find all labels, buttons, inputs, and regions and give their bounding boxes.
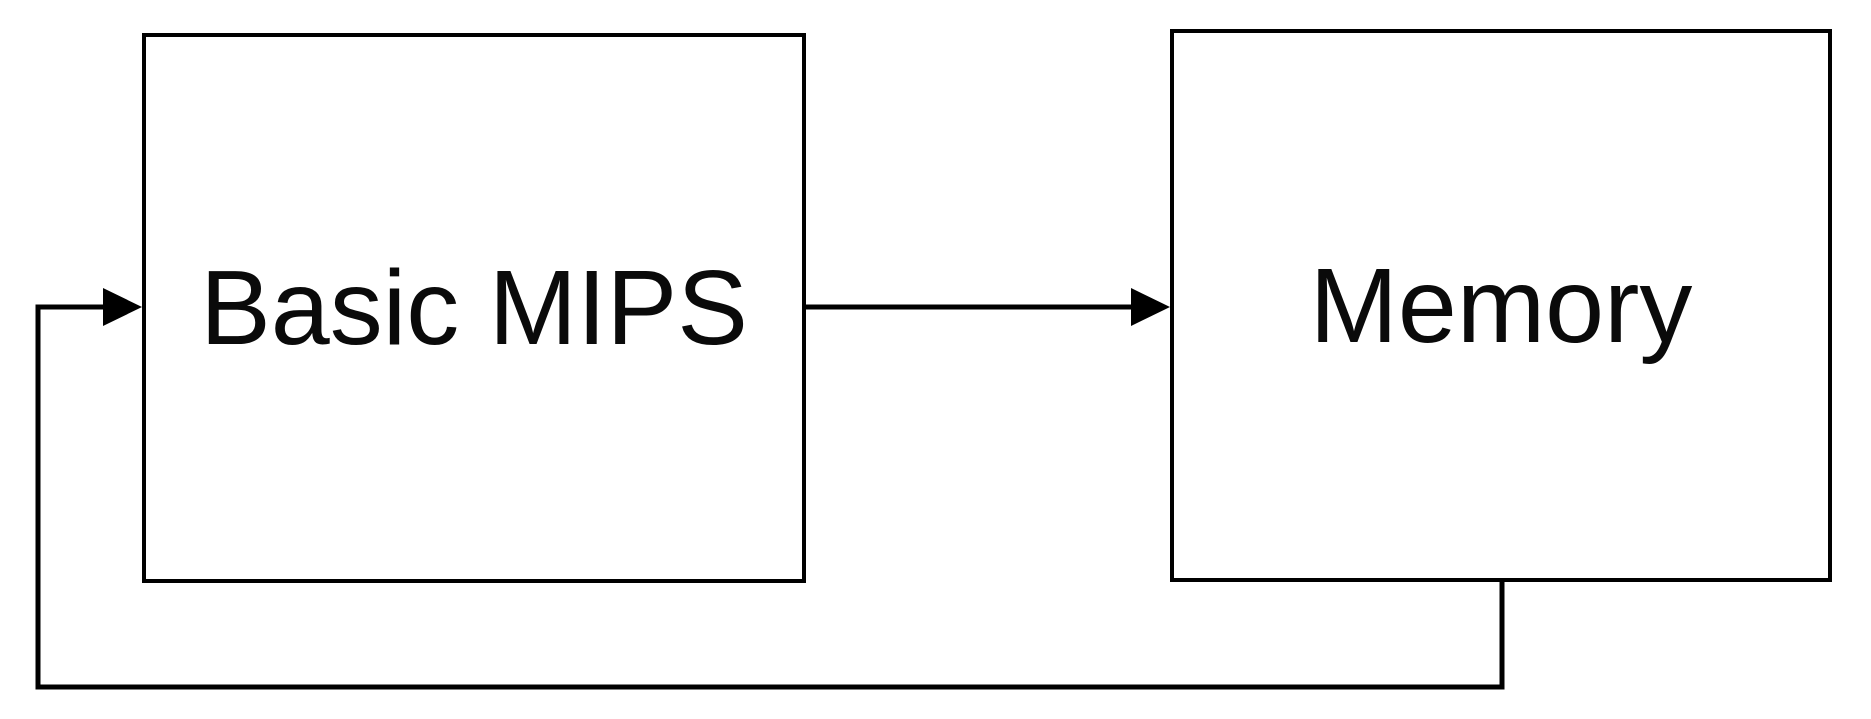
node-memory: Memory	[1170, 29, 1832, 582]
arrowhead-icon	[103, 288, 142, 326]
node-basic-mips-label: Basic MIPS	[200, 249, 748, 367]
node-basic-mips: Basic MIPS	[142, 33, 806, 583]
node-memory-label: Memory	[1309, 246, 1693, 365]
feedback-loop-path	[35, 304, 1505, 690]
arrow-basic-mips-to-memory	[804, 288, 1170, 326]
arrowhead-icon	[1131, 288, 1170, 326]
feedback-loop-memory-to-basic-mips	[35, 288, 1505, 690]
